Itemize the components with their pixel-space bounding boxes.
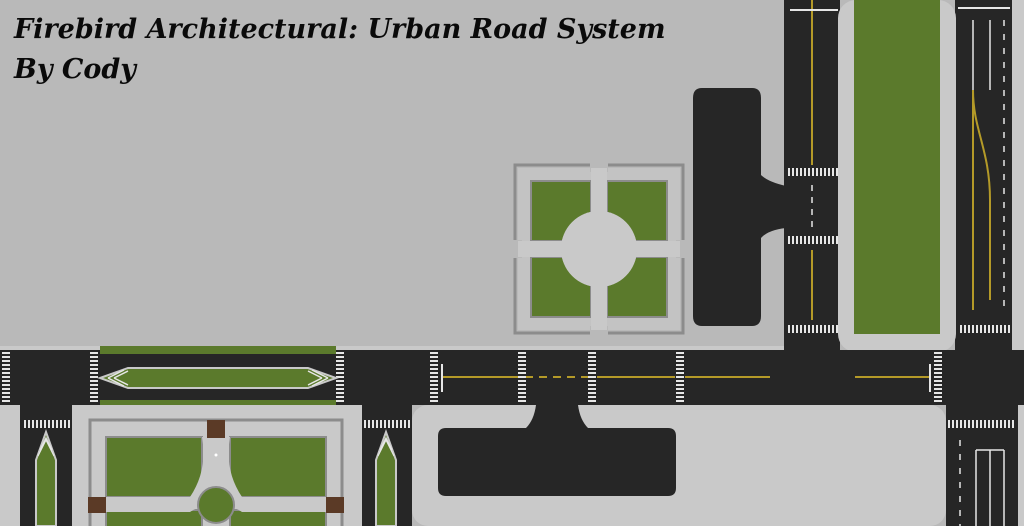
title-line-2: By Cody bbox=[14, 54, 136, 85]
brick-gate bbox=[88, 497, 106, 513]
median-road-top bbox=[100, 346, 336, 354]
title-line-1: Firebird Architectural: Urban Road Syste… bbox=[14, 14, 666, 45]
lower-left-pavement bbox=[0, 405, 20, 526]
crosswalk bbox=[958, 325, 1010, 333]
bus-bay-bottom bbox=[438, 405, 676, 496]
chevron-marking bbox=[377, 436, 395, 457]
far-right-curb bbox=[1012, 0, 1024, 352]
page-title: Firebird Architectural: Urban Road Syste… bbox=[14, 10, 666, 90]
brick-gate bbox=[326, 497, 344, 513]
crosswalk bbox=[336, 352, 344, 402]
crosswalk bbox=[430, 352, 438, 402]
chevron-marking bbox=[107, 369, 129, 387]
median-island bbox=[97, 367, 339, 389]
crosswalk bbox=[588, 352, 596, 402]
median-island bbox=[375, 429, 397, 526]
crosswalk bbox=[676, 352, 684, 402]
median-grass bbox=[854, 0, 940, 334]
crosswalk bbox=[518, 352, 526, 402]
crosswalk bbox=[948, 420, 1016, 428]
chevron-marking bbox=[37, 436, 55, 457]
grass-quadrant bbox=[229, 509, 327, 526]
crosswalk bbox=[364, 420, 410, 428]
curb-strip bbox=[0, 346, 784, 350]
crosswalk bbox=[788, 325, 838, 333]
lamp-dot bbox=[214, 453, 218, 457]
median-island bbox=[35, 429, 57, 526]
crosswalk bbox=[90, 352, 98, 402]
median-road-bottom bbox=[100, 400, 336, 408]
bus-bay-top bbox=[693, 88, 786, 326]
crosswalk bbox=[788, 236, 838, 244]
brick-gate bbox=[207, 420, 225, 438]
crosswalk bbox=[2, 352, 10, 402]
grass-quadrant bbox=[105, 509, 203, 526]
chevron-marking bbox=[307, 369, 329, 387]
far-right-pavement bbox=[1018, 405, 1024, 526]
grass-quadrant bbox=[530, 256, 592, 318]
roundabout-center bbox=[561, 211, 637, 287]
grass-quadrant bbox=[530, 180, 592, 242]
park-path bbox=[106, 437, 326, 512]
crosswalk bbox=[22, 420, 70, 428]
crosswalk bbox=[934, 352, 942, 402]
roundabout-center bbox=[197, 486, 235, 524]
grass-quadrant bbox=[229, 436, 327, 498]
vertical-road-b bbox=[955, 0, 1012, 352]
crosswalk bbox=[788, 168, 838, 176]
grass-quadrant bbox=[105, 436, 203, 498]
